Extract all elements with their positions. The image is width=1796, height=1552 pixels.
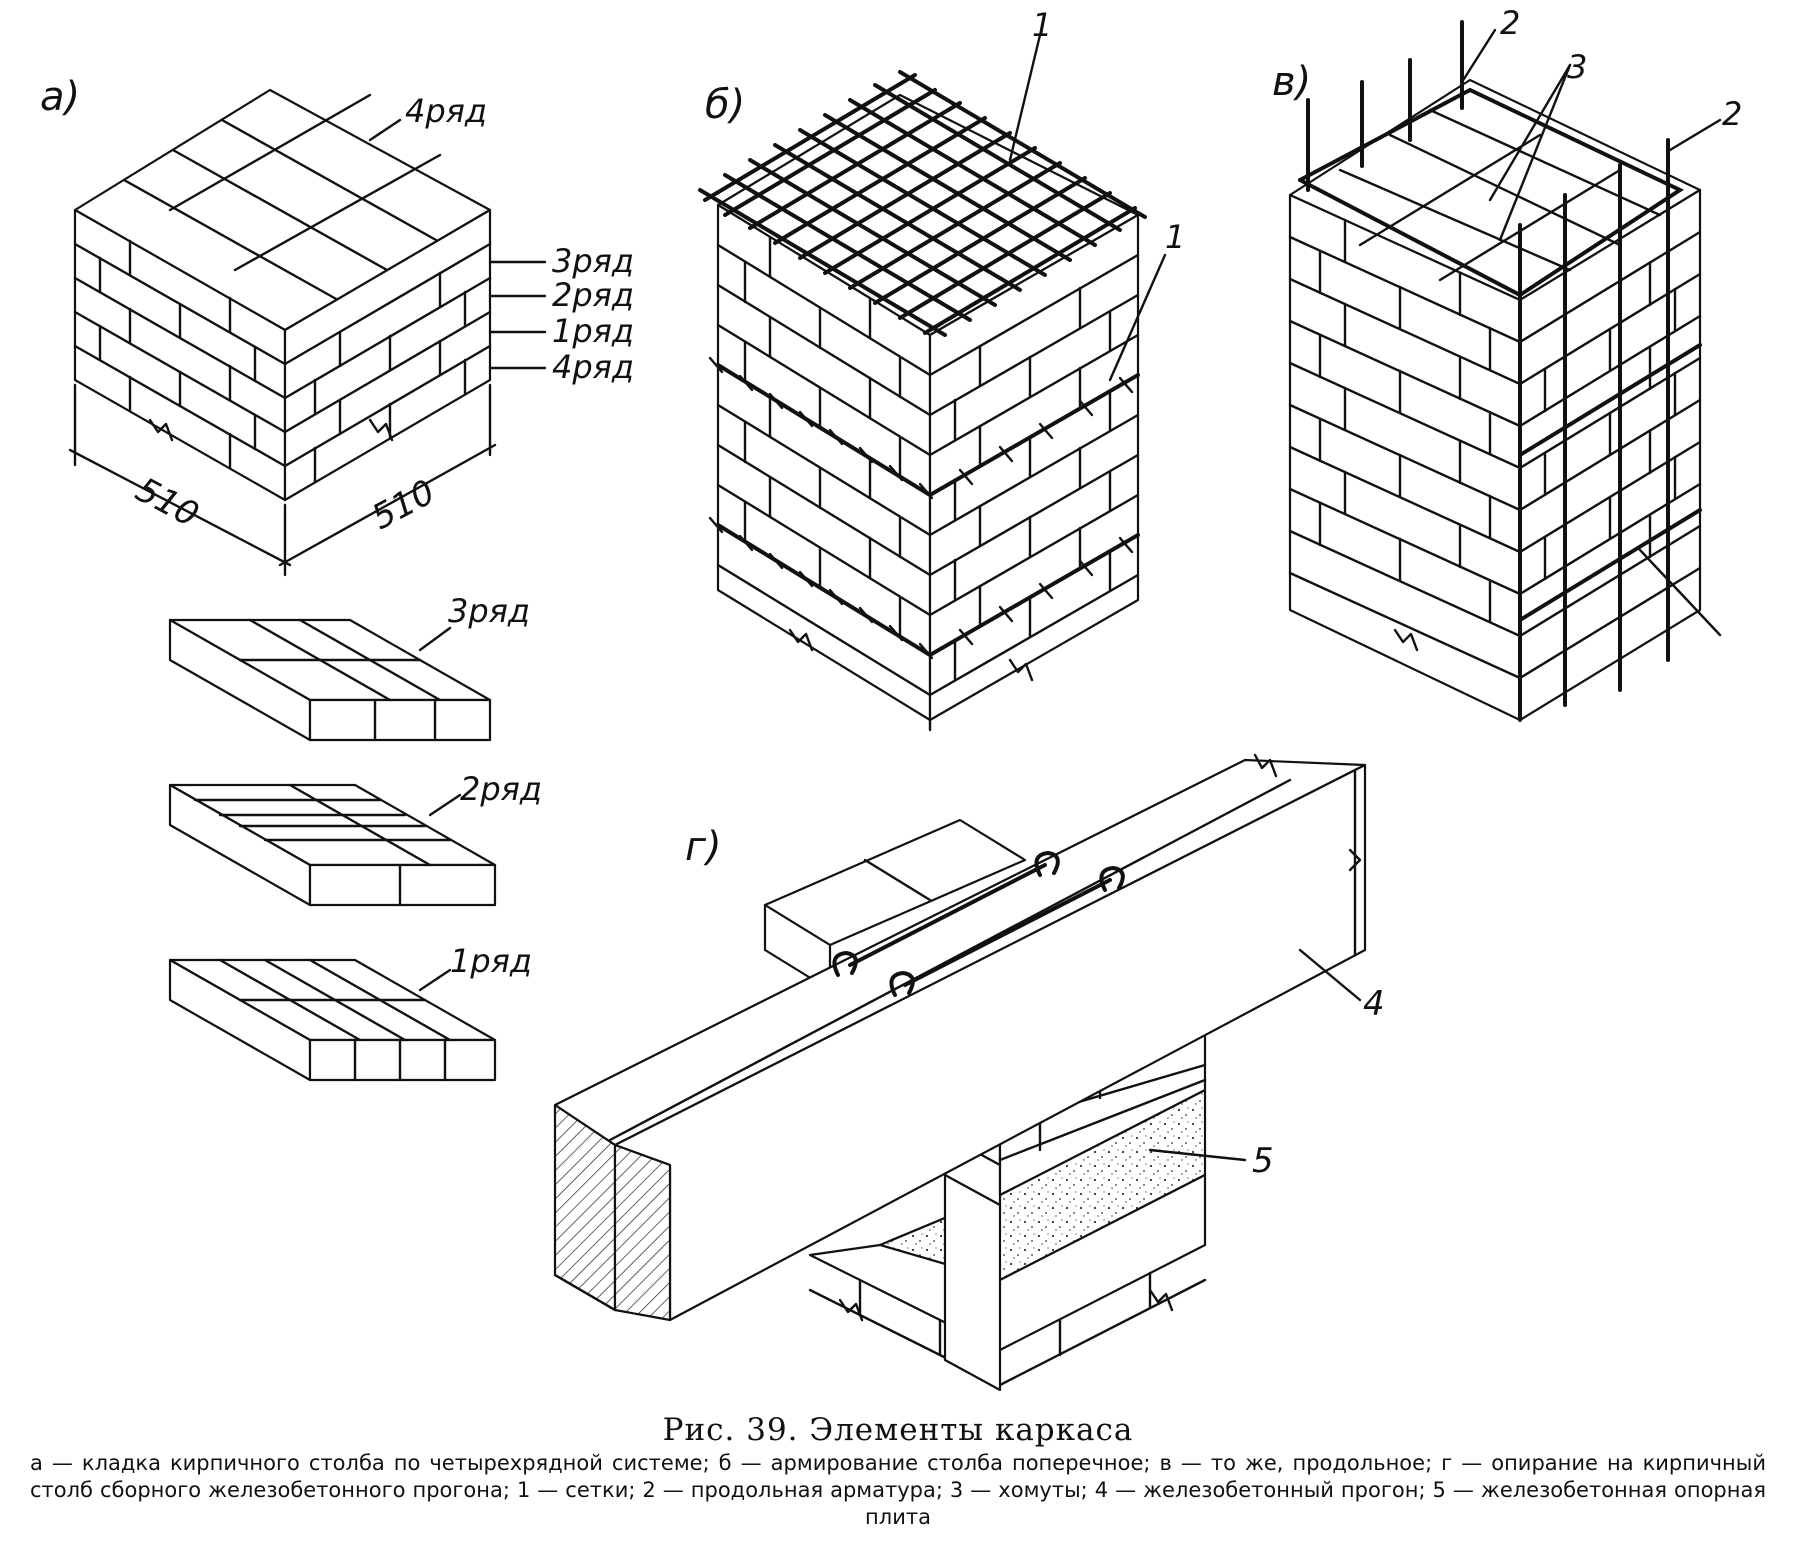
- dimension-label: 510: [129, 470, 205, 536]
- layer-label: 1ряд: [450, 942, 532, 980]
- row-label: 1ряд: [552, 312, 634, 350]
- panel-b-pillar: [698, 33, 1167, 732]
- row-label: 2ряд: [552, 276, 634, 314]
- panel-a-pillar: [68, 88, 547, 577]
- figure-drawing: а) 4ряд 3ряд 2ряд 1ряд 4ряд 510 510 3ряд…: [40, 4, 1742, 1392]
- row-label: 4ряд: [405, 92, 487, 130]
- panel-b-letter: б): [705, 82, 745, 128]
- panel-v-letter: в): [1272, 59, 1311, 105]
- callout-label: 2: [1500, 4, 1520, 42]
- figure-title: Рис. 39. Элементы каркаса: [662, 1412, 1134, 1448]
- row-label: 3ряд: [552, 242, 634, 280]
- row-label: 4ряд: [552, 348, 634, 386]
- layer-label: 3ряд: [448, 592, 530, 630]
- layer-label: 2ряд: [460, 770, 542, 808]
- figure-caption: а — кладка кирпичного столба по четырехр…: [30, 1451, 1766, 1529]
- callout-label: 1: [1165, 218, 1185, 256]
- panel-a-layer-1: [168, 958, 497, 1082]
- callout-label: 1: [1032, 6, 1052, 44]
- panel-v-pillar: [1288, 20, 1722, 722]
- callout-label: 3: [1567, 48, 1587, 86]
- panel-a-layer-3: [168, 618, 492, 742]
- callout-label: 5: [1252, 1141, 1274, 1181]
- panel-g-assembly: [553, 753, 1367, 1392]
- callout-label: 4: [1363, 984, 1385, 1024]
- panel-a-letter: а): [40, 74, 80, 120]
- callout-label: 2: [1722, 95, 1742, 133]
- panel-g-letter: г): [685, 824, 722, 870]
- panel-a-layer-2: [168, 783, 497, 907]
